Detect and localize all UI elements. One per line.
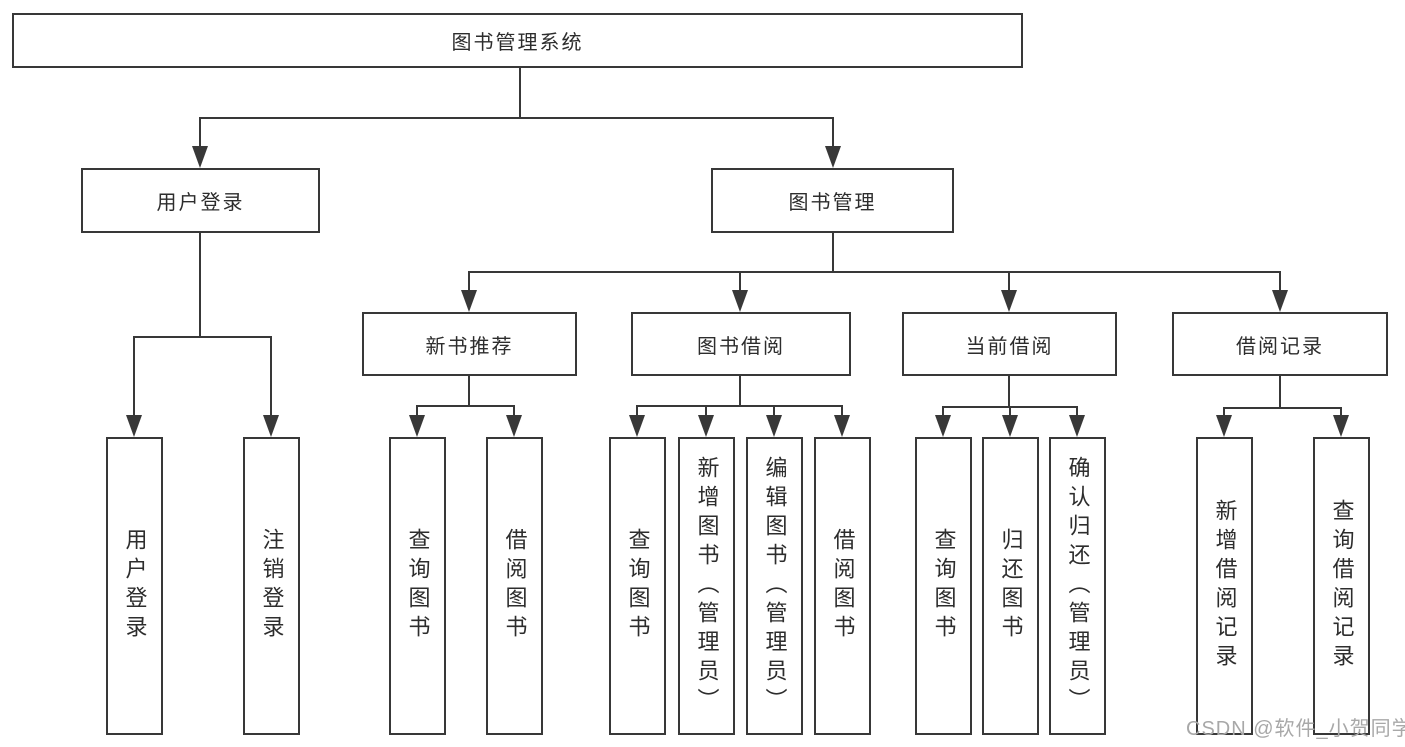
- connector-line: [1008, 271, 1010, 293]
- node-book-management: 图书管理: [711, 168, 954, 233]
- arrow-down-icon: [263, 415, 279, 437]
- arrow-down-icon: [935, 415, 951, 437]
- connector-line: [739, 376, 741, 407]
- node-new-book-recommend: 新书推荐: [362, 312, 577, 376]
- connector-line: [133, 336, 135, 417]
- leaf-borrow-book-2: 借阅图书: [814, 437, 871, 735]
- leaf-logout: 注销登录: [243, 437, 300, 735]
- connector-line: [416, 405, 418, 417]
- leaf-return-book: 归还图书: [982, 437, 1039, 735]
- connector-line: [513, 405, 515, 417]
- connector-line: [1279, 271, 1281, 293]
- connector-line: [1008, 376, 1010, 408]
- arrow-down-icon: [192, 146, 208, 168]
- connector-line: [1076, 406, 1078, 417]
- csdn-watermark: CSDN @软件_小贺同学: [1186, 718, 1405, 740]
- leaf-edit-book-admin: 编辑图书（管理员）: [746, 437, 803, 735]
- arrow-down-icon: [732, 290, 748, 312]
- leaf-query-borrow-record: 查询借阅记录: [1313, 437, 1370, 735]
- arrow-down-icon: [461, 290, 477, 312]
- arrow-down-icon: [1272, 290, 1288, 312]
- connector-line: [832, 233, 834, 273]
- connector-line: [519, 68, 521, 119]
- leaf-confirm-return-admin: 确认归还（管理员）: [1049, 437, 1106, 735]
- arrow-down-icon: [825, 146, 841, 168]
- connector-line: [133, 336, 272, 338]
- connector-line: [199, 117, 834, 119]
- connector-line: [1009, 406, 1011, 417]
- leaf-borrow-book-1: 借阅图书: [486, 437, 543, 735]
- arrow-down-icon: [766, 415, 782, 437]
- leaf-user-login: 用户登录: [106, 437, 163, 735]
- arrow-down-icon: [629, 415, 645, 437]
- connector-line: [1223, 407, 1225, 417]
- node-borrow-records: 借阅记录: [1172, 312, 1388, 376]
- connector-line: [636, 405, 638, 417]
- arrow-down-icon: [1216, 415, 1232, 437]
- node-book-borrow: 图书借阅: [631, 312, 851, 376]
- connector-line: [468, 271, 470, 293]
- leaf-add-borrow-record: 新增借阅记录: [1196, 437, 1253, 735]
- connector-line: [841, 405, 843, 417]
- node-user-login: 用户登录: [81, 168, 320, 233]
- arrow-down-icon: [834, 415, 850, 437]
- connector-line: [832, 117, 834, 150]
- connector-line: [199, 233, 201, 338]
- connector-line: [1340, 407, 1342, 417]
- arrow-down-icon: [1002, 415, 1018, 437]
- connector-line: [416, 405, 515, 407]
- leaf-add-book-admin: 新增图书（管理员）: [678, 437, 735, 735]
- arrow-down-icon: [1069, 415, 1085, 437]
- arrow-down-icon: [1333, 415, 1349, 437]
- node-root-library-system: 图书管理系统: [12, 13, 1023, 68]
- connector-line: [468, 376, 470, 407]
- connector-line: [942, 406, 944, 417]
- node-current-borrow: 当前借阅: [902, 312, 1117, 376]
- connector-line: [468, 271, 1281, 273]
- leaf-query-book-3: 查询图书: [915, 437, 972, 735]
- leaf-query-book-1: 查询图书: [389, 437, 446, 735]
- arrow-down-icon: [506, 415, 522, 437]
- connector-line: [739, 271, 741, 293]
- connector-line: [636, 405, 843, 407]
- connector-line: [773, 405, 775, 417]
- connector-line: [270, 336, 272, 417]
- leaf-query-book-2: 查询图书: [609, 437, 666, 735]
- connector-line: [705, 405, 707, 417]
- connector-line: [1223, 407, 1342, 409]
- arrow-down-icon: [1001, 290, 1017, 312]
- arrow-down-icon: [126, 415, 142, 437]
- connector-line: [1279, 376, 1281, 409]
- arrow-down-icon: [409, 415, 425, 437]
- connector-line: [199, 117, 201, 150]
- arrow-down-icon: [698, 415, 714, 437]
